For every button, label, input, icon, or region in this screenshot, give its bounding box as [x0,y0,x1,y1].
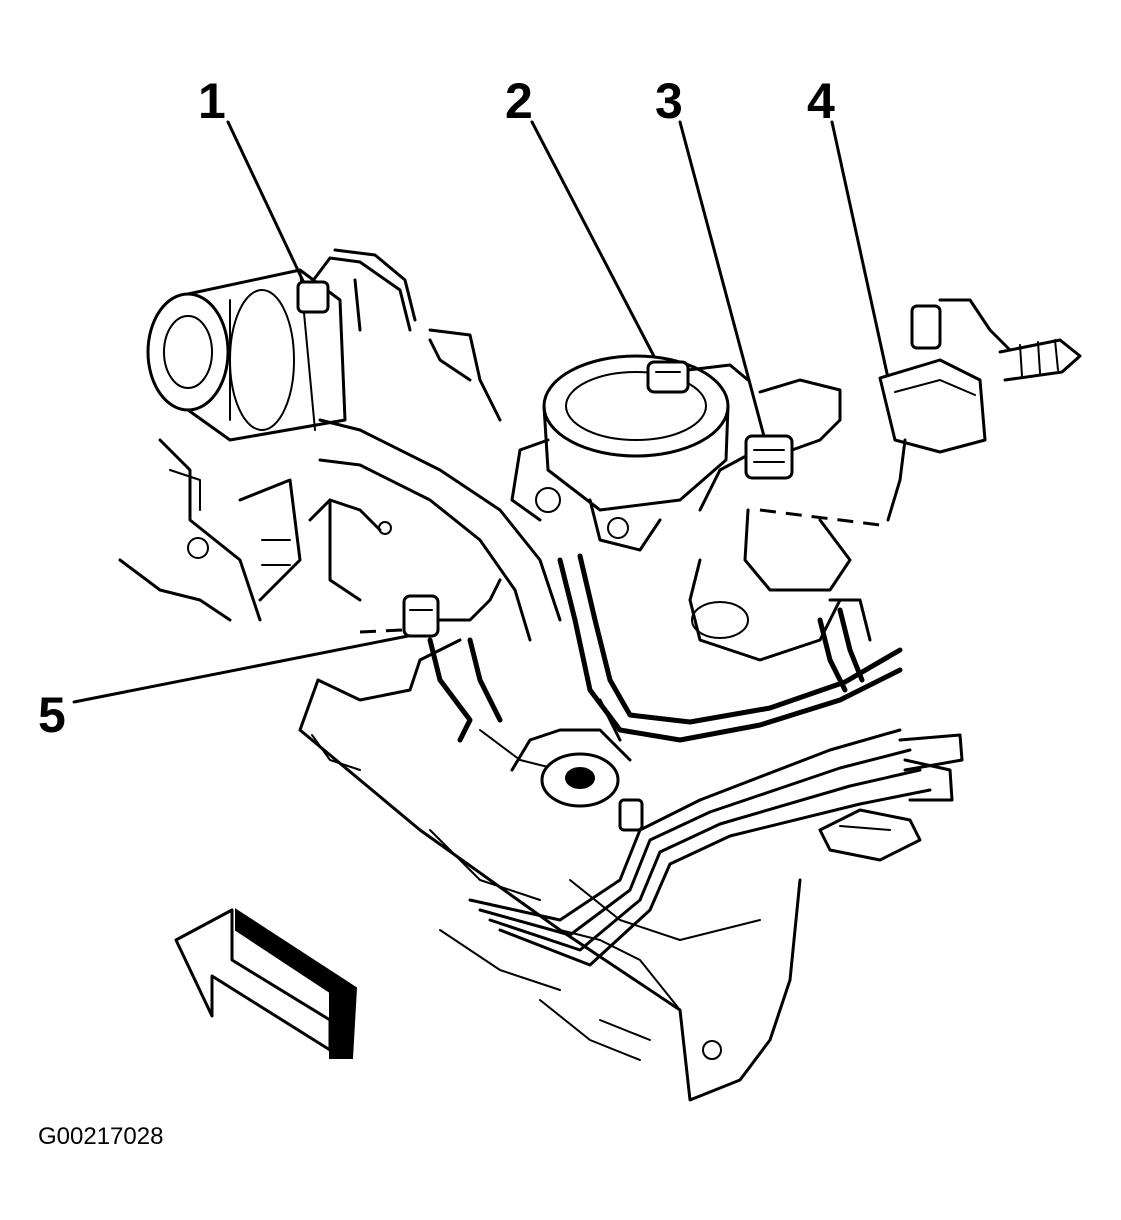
callout-3-connector-assembly [698,378,842,512]
callout-3-connector [744,434,794,480]
filler-cap [510,728,632,808]
callout-5-sensor [359,578,503,743]
callout-2: 2 [505,73,660,366]
callout-4-number: 4 [807,73,835,129]
central-reservoir [510,354,750,552]
left-bracket [118,438,302,622]
callout-5-leader [72,634,410,704]
callout-2-connector [646,360,690,394]
callout-5: 5 [38,634,410,743]
callout-3-number: 3 [655,73,683,129]
wiring-harness [557,553,903,743]
callout-1-number: 1 [198,73,226,129]
lower-housing [298,638,802,1102]
callout-1-connector [296,280,330,314]
callout-4-leader [830,120,890,380]
right-pan [688,508,872,662]
callout-4: 4 [807,73,890,380]
callout-3-leader [678,120,767,442]
central-pipe [308,328,562,642]
air-intake-assembly [146,248,417,442]
callout-2-leader [530,120,660,366]
callout-5-number: 5 [38,687,66,743]
callout-2-number: 2 [505,73,533,129]
callout-1: 1 [198,73,314,302]
callout-4-component [759,298,1082,528]
front-of-vehicle-arrow-icon [174,908,358,1059]
callout-3: 3 [655,73,767,442]
line-bundle [468,728,964,967]
figure-id: G00217028 [38,1123,164,1150]
